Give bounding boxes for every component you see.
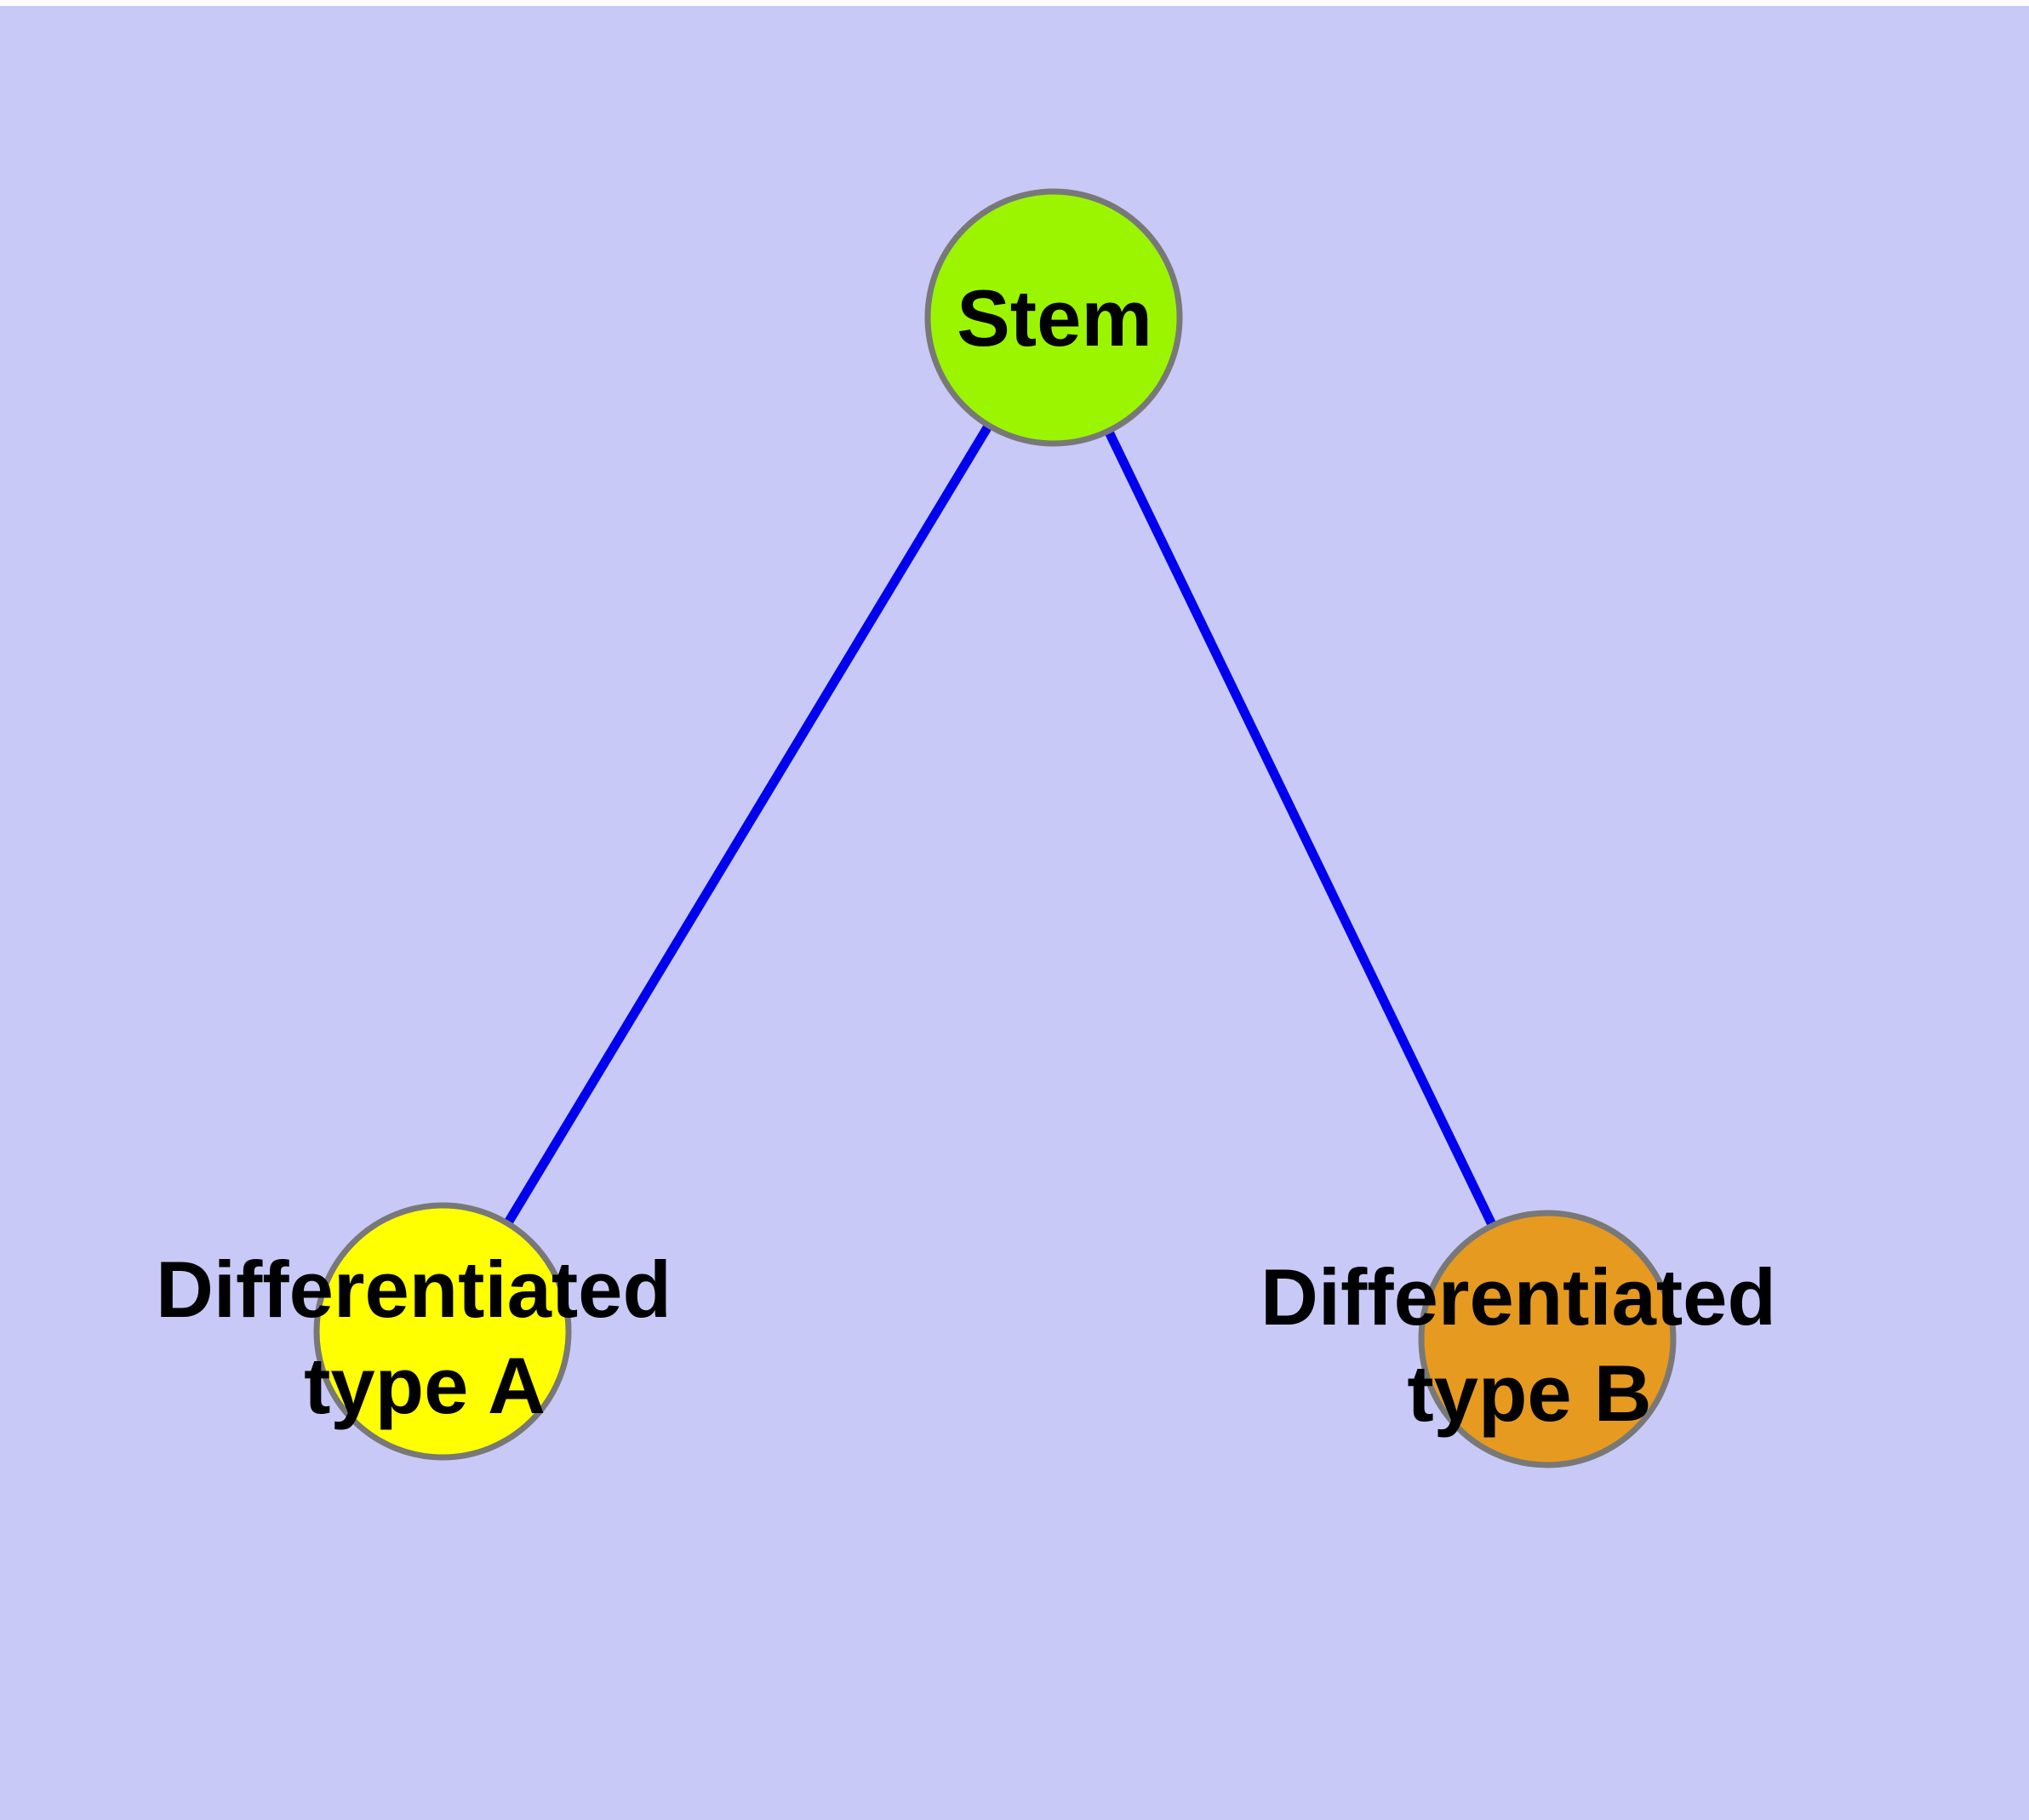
node-differentiated-type-a-label-line2: type A — [304, 1341, 546, 1430]
node-differentiated-type-a[interactable] — [313, 1202, 572, 1461]
node-differentiated-type-a-label: Differentiated type A — [156, 1245, 694, 1430]
node-differentiated-type-b[interactable] — [1418, 1210, 1677, 1468]
node-stem[interactable] — [924, 188, 1183, 447]
node-stem-label: Stem — [957, 273, 1152, 363]
top-edge-strip — [0, 0, 2029, 6]
node-differentiated-type-b-label-line1: Differentiated — [1260, 1252, 1776, 1342]
edge-stem-to-typeA — [438, 315, 1058, 1334]
node-differentiated-type-b-label-line2: type B — [1407, 1348, 1651, 1438]
node-differentiated-type-b-label: Differentiated type B — [1260, 1252, 1798, 1438]
edge-stem-to-typeB — [1049, 315, 1552, 1342]
node-differentiated-type-a-label-line1: Differentiated — [156, 1245, 672, 1334]
